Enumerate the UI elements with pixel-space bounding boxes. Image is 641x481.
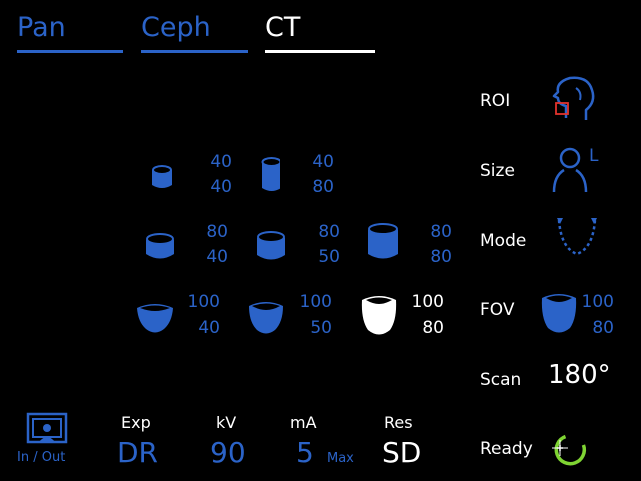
arch-volume-icon (249, 302, 283, 334)
fov-top-value: 80 (318, 222, 340, 242)
fov-selected-top: 100 (581, 292, 614, 312)
fov-bottom-value: 40 (210, 177, 232, 197)
fov-top-value: 40 (210, 152, 232, 172)
fov-top-value: 100 (187, 292, 220, 312)
fov-option-80x40[interactable]: 80 40 (144, 220, 244, 272)
fov-selected-button[interactable]: 100 80 (540, 290, 640, 344)
fov-option-80x50[interactable]: 80 50 (256, 220, 356, 272)
fov-bottom-value: 80 (430, 247, 452, 267)
patient-position-icon (26, 412, 68, 444)
res-value[interactable]: SD (382, 436, 422, 469)
arch-volume-icon (361, 296, 397, 335)
fov-bottom-value: 80 (422, 318, 444, 338)
size-label: Size (480, 161, 515, 181)
fov-option-40x80[interactable]: 40 80 (250, 150, 350, 202)
fov-bottom-value: 50 (310, 318, 332, 338)
tab-pan-underline (17, 50, 123, 53)
fov-bottom-value: 50 (318, 247, 340, 267)
dental-arch-icon (557, 218, 597, 256)
scan-value[interactable]: 180° (548, 360, 611, 390)
roi-label: ROI (480, 91, 511, 111)
arch-volume-icon (137, 304, 173, 333)
fov-top-value: 80 (206, 222, 228, 242)
mode-label: Mode (480, 231, 527, 251)
fov-option-100x40[interactable]: 100 40 (136, 292, 236, 344)
res-label: Res (384, 413, 413, 432)
wide-cylinder-icon (257, 231, 285, 260)
exp-label: Exp (121, 413, 151, 432)
size-value: L (589, 146, 599, 166)
fov-label: FOV (480, 300, 515, 320)
fov-bottom-value: 80 (312, 177, 334, 197)
fov-bottom-value: 40 (198, 318, 220, 338)
ready-ring-icon (552, 434, 587, 466)
kv-value[interactable]: 90 (210, 436, 246, 469)
head-profile-icon (552, 76, 595, 120)
fov-top-value: 80 (430, 222, 452, 242)
scan-label: Scan (480, 370, 522, 390)
roi-button[interactable] (552, 74, 600, 124)
person-bust-icon (552, 147, 588, 193)
ready-indicator[interactable] (544, 429, 596, 469)
ma-max-label: Max (327, 451, 354, 466)
tab-ct[interactable]: CT (265, 12, 301, 43)
ma-label: mA (290, 413, 317, 432)
wide-tall-cylinder-icon (368, 223, 398, 259)
fov-selected-bottom: 80 (592, 318, 614, 338)
fov-top-value: 100 (299, 292, 332, 312)
fov-top-value: 40 (312, 152, 334, 172)
small-cylinder-icon (152, 165, 172, 188)
ready-label: Ready (480, 439, 533, 459)
fov-option-100x50[interactable]: 100 50 (248, 292, 348, 344)
fov-option-100x80[interactable]: 100 80 (360, 292, 460, 344)
tab-ceph-underline (141, 50, 248, 53)
tab-ceph[interactable]: Ceph (141, 12, 211, 43)
in-out-button[interactable]: In / Out (16, 410, 78, 468)
arch-volume-icon (541, 294, 577, 333)
fov-top-value: 100 (411, 292, 444, 312)
fov-option-40x40[interactable]: 40 40 (148, 150, 248, 202)
tab-pan[interactable]: Pan (17, 12, 66, 43)
tall-cylinder-icon (261, 157, 280, 191)
ma-value[interactable]: 5 (296, 436, 314, 469)
tab-ct-underline (265, 50, 375, 53)
wide-cylinder-icon (146, 233, 174, 259)
size-button[interactable]: L (552, 144, 602, 196)
kv-label: kV (216, 413, 237, 432)
roi-box-icon (555, 102, 569, 115)
mode-button[interactable] (555, 214, 601, 264)
fov-bottom-value: 40 (206, 247, 228, 267)
fov-option-80x80[interactable]: 80 80 (368, 220, 468, 272)
exp-value[interactable]: DR (117, 436, 159, 469)
in-out-label: In / Out (17, 450, 66, 465)
